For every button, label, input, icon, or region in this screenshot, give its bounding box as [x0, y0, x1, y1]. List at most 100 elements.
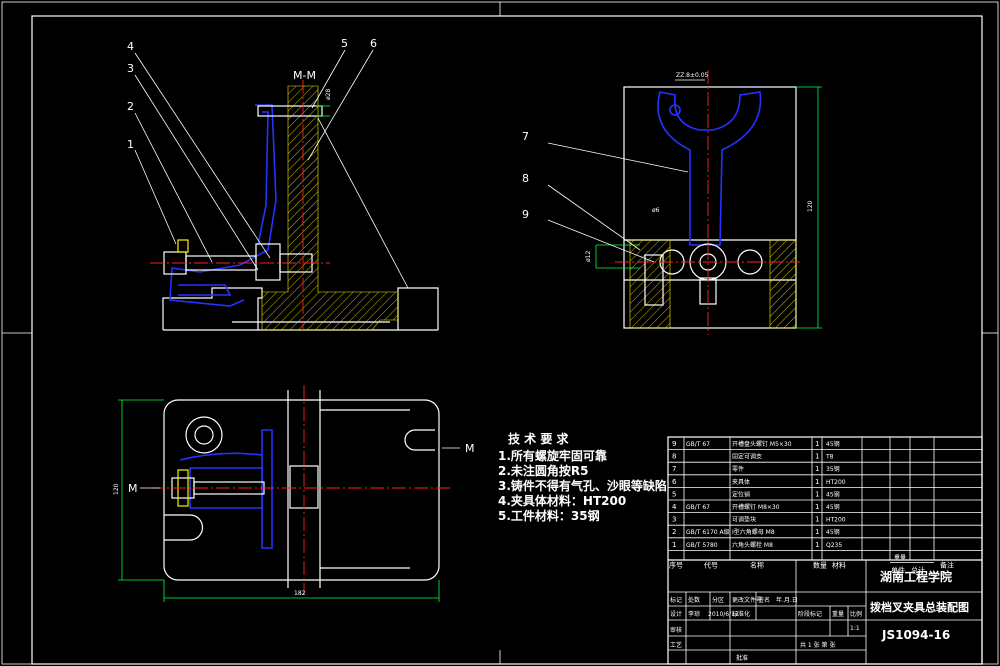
- part-row-material: 45钢: [826, 528, 840, 536]
- approve-label: 批准: [736, 654, 748, 662]
- part-row-qty: 1: [815, 490, 819, 498]
- part-label-9: 9: [522, 208, 529, 221]
- part-row-material: 45钢: [826, 490, 840, 498]
- dim-right-height: 120: [807, 200, 814, 212]
- drawing-name: 拨档叉夹具总装配图: [870, 600, 969, 614]
- school-name: 湖南工程学院: [880, 569, 952, 584]
- check-label: 审核: [670, 626, 682, 634]
- part-row-qty: 1: [815, 453, 819, 461]
- part-row-material: HT200: [826, 517, 846, 524]
- rev-count: 处数: [688, 596, 700, 604]
- rev-file: 更改文件号: [732, 596, 762, 604]
- part-row-name: 定位销: [732, 490, 750, 498]
- weight-label: 重量: [832, 610, 844, 618]
- part-label-3: 3: [127, 62, 134, 75]
- tech-item-1: 1.所有螺旋牢固可靠: [498, 448, 607, 463]
- part-row-name: 可调垫块: [732, 516, 756, 524]
- sheet-text: 共 1 张 第 张: [800, 641, 835, 649]
- part-row-qty: 1: [815, 478, 819, 486]
- parts-header-7: 总计: [911, 565, 925, 574]
- parts-header-weight: 重量: [894, 553, 906, 561]
- scale-label: 比例: [850, 610, 862, 618]
- tech-title: 技 术 要 求: [508, 431, 570, 446]
- section-mark-right: M: [465, 442, 475, 455]
- part-row-name: 零件: [732, 465, 744, 473]
- part-row-name: 夹具体: [732, 478, 750, 486]
- part-row-no: 3: [672, 516, 676, 524]
- tech-item-2: 2.未注圆角按R5: [498, 463, 589, 478]
- parts-header-1: 序号: [669, 560, 683, 569]
- part-row-code: GB/T 5780: [686, 542, 718, 549]
- part-label-2: 2: [127, 100, 134, 113]
- standard-label: 标准化: [732, 610, 750, 618]
- part-row-no: 8: [672, 453, 676, 461]
- dim-right-mid: ø6: [652, 207, 660, 214]
- drawing-number: JS1094-16: [881, 628, 950, 642]
- designer: 李琼: [688, 610, 700, 618]
- parts-header-8: 备注: [940, 560, 954, 569]
- part-row-qty: 1: [815, 465, 819, 473]
- part-label-4: 4: [127, 40, 134, 53]
- part-row-qty: 1: [815, 541, 819, 549]
- part-row-name: I型六角螺母 M8: [732, 528, 775, 536]
- part-row-qty: 1: [815, 503, 819, 511]
- rev-sign: 签名: [758, 596, 770, 604]
- part-row-no: 1: [672, 541, 676, 549]
- part-row-name: 开槽螺钉 M8×30: [732, 503, 780, 511]
- section-mark-left: M: [128, 482, 138, 495]
- section-label: M-M: [293, 69, 316, 82]
- part-row-no: 7: [672, 465, 676, 473]
- part-row-material: 45钢: [826, 440, 840, 448]
- dim-plan-width: 182: [294, 590, 306, 597]
- part-row-qty: 1: [815, 528, 819, 536]
- side-view: ZZ.8±0.05 120 ø12 ø6 7 8 9: [522, 70, 822, 335]
- rev-zone: 分区: [712, 596, 724, 604]
- parts-header-4: 数量: [813, 560, 827, 569]
- part-row-qty: 1: [815, 440, 819, 448]
- tech-requirements: 技 术 要 求 1.所有螺旋牢固可靠 2.未注圆角按R5 3.铸件不得有气孔、沙…: [498, 431, 667, 523]
- stage-label: 阶段标记: [798, 610, 822, 618]
- part-row-code: GB/T 6170 A级: [686, 528, 730, 536]
- tech-item-4: 4.夹具体材料：HT200: [498, 493, 626, 508]
- plan-view: M M 120 182: [113, 385, 475, 602]
- dim-plan-height: 120: [113, 483, 120, 495]
- part-label-5: 5: [341, 37, 348, 50]
- tech-item-5: 5.工件材料：35钢: [498, 508, 600, 523]
- design-date: 2010/6/12: [708, 611, 739, 618]
- part-row-no: 9: [672, 440, 676, 448]
- dim-right-top: ZZ.8±0.05: [676, 72, 709, 79]
- part-label-6: 6: [370, 37, 377, 50]
- dim-front-height: ø28: [325, 89, 332, 100]
- tech-item-3: 3.铸件不得有气孔、沙眼等缺陷: [498, 478, 667, 493]
- process-label: 工艺: [670, 641, 682, 649]
- part-row-code: GB/T 67: [686, 504, 710, 511]
- front-section-view: M-M 1 2 3 4 5 6 ø28: [127, 37, 439, 331]
- parts-header-5: 材料: [832, 560, 846, 569]
- design-label: 设计: [670, 610, 682, 618]
- part-row-code: GB/T 67: [686, 441, 710, 448]
- part-row-no: 4: [672, 503, 677, 511]
- scale-value: 1:1: [850, 625, 860, 632]
- part-row-material: Q235: [826, 542, 842, 549]
- part-row-name: 开槽盘头螺钉 M5×30: [732, 440, 792, 448]
- part-label-7: 7: [522, 130, 529, 143]
- rev-mark: 标记: [670, 596, 682, 604]
- part-row-material: HT200: [826, 479, 846, 486]
- part-row-no: 6: [672, 478, 677, 486]
- parts-header-3: 名称: [750, 560, 764, 569]
- dim-side-small: ø12: [585, 251, 592, 262]
- part-label-8: 8: [522, 172, 529, 185]
- part-row-material: 45钢: [826, 503, 840, 511]
- rev-date: 年.月.日: [776, 596, 798, 604]
- parts-header-2: 代号: [704, 560, 718, 569]
- part-row-name: 固定可调支: [732, 453, 762, 461]
- part-row-name: 六角头螺栓 M8: [732, 541, 773, 549]
- part-row-no: 5: [672, 490, 676, 498]
- part-row-material: T8: [825, 454, 834, 461]
- part-row-no: 2: [672, 528, 676, 536]
- part-label-1: 1: [127, 138, 134, 151]
